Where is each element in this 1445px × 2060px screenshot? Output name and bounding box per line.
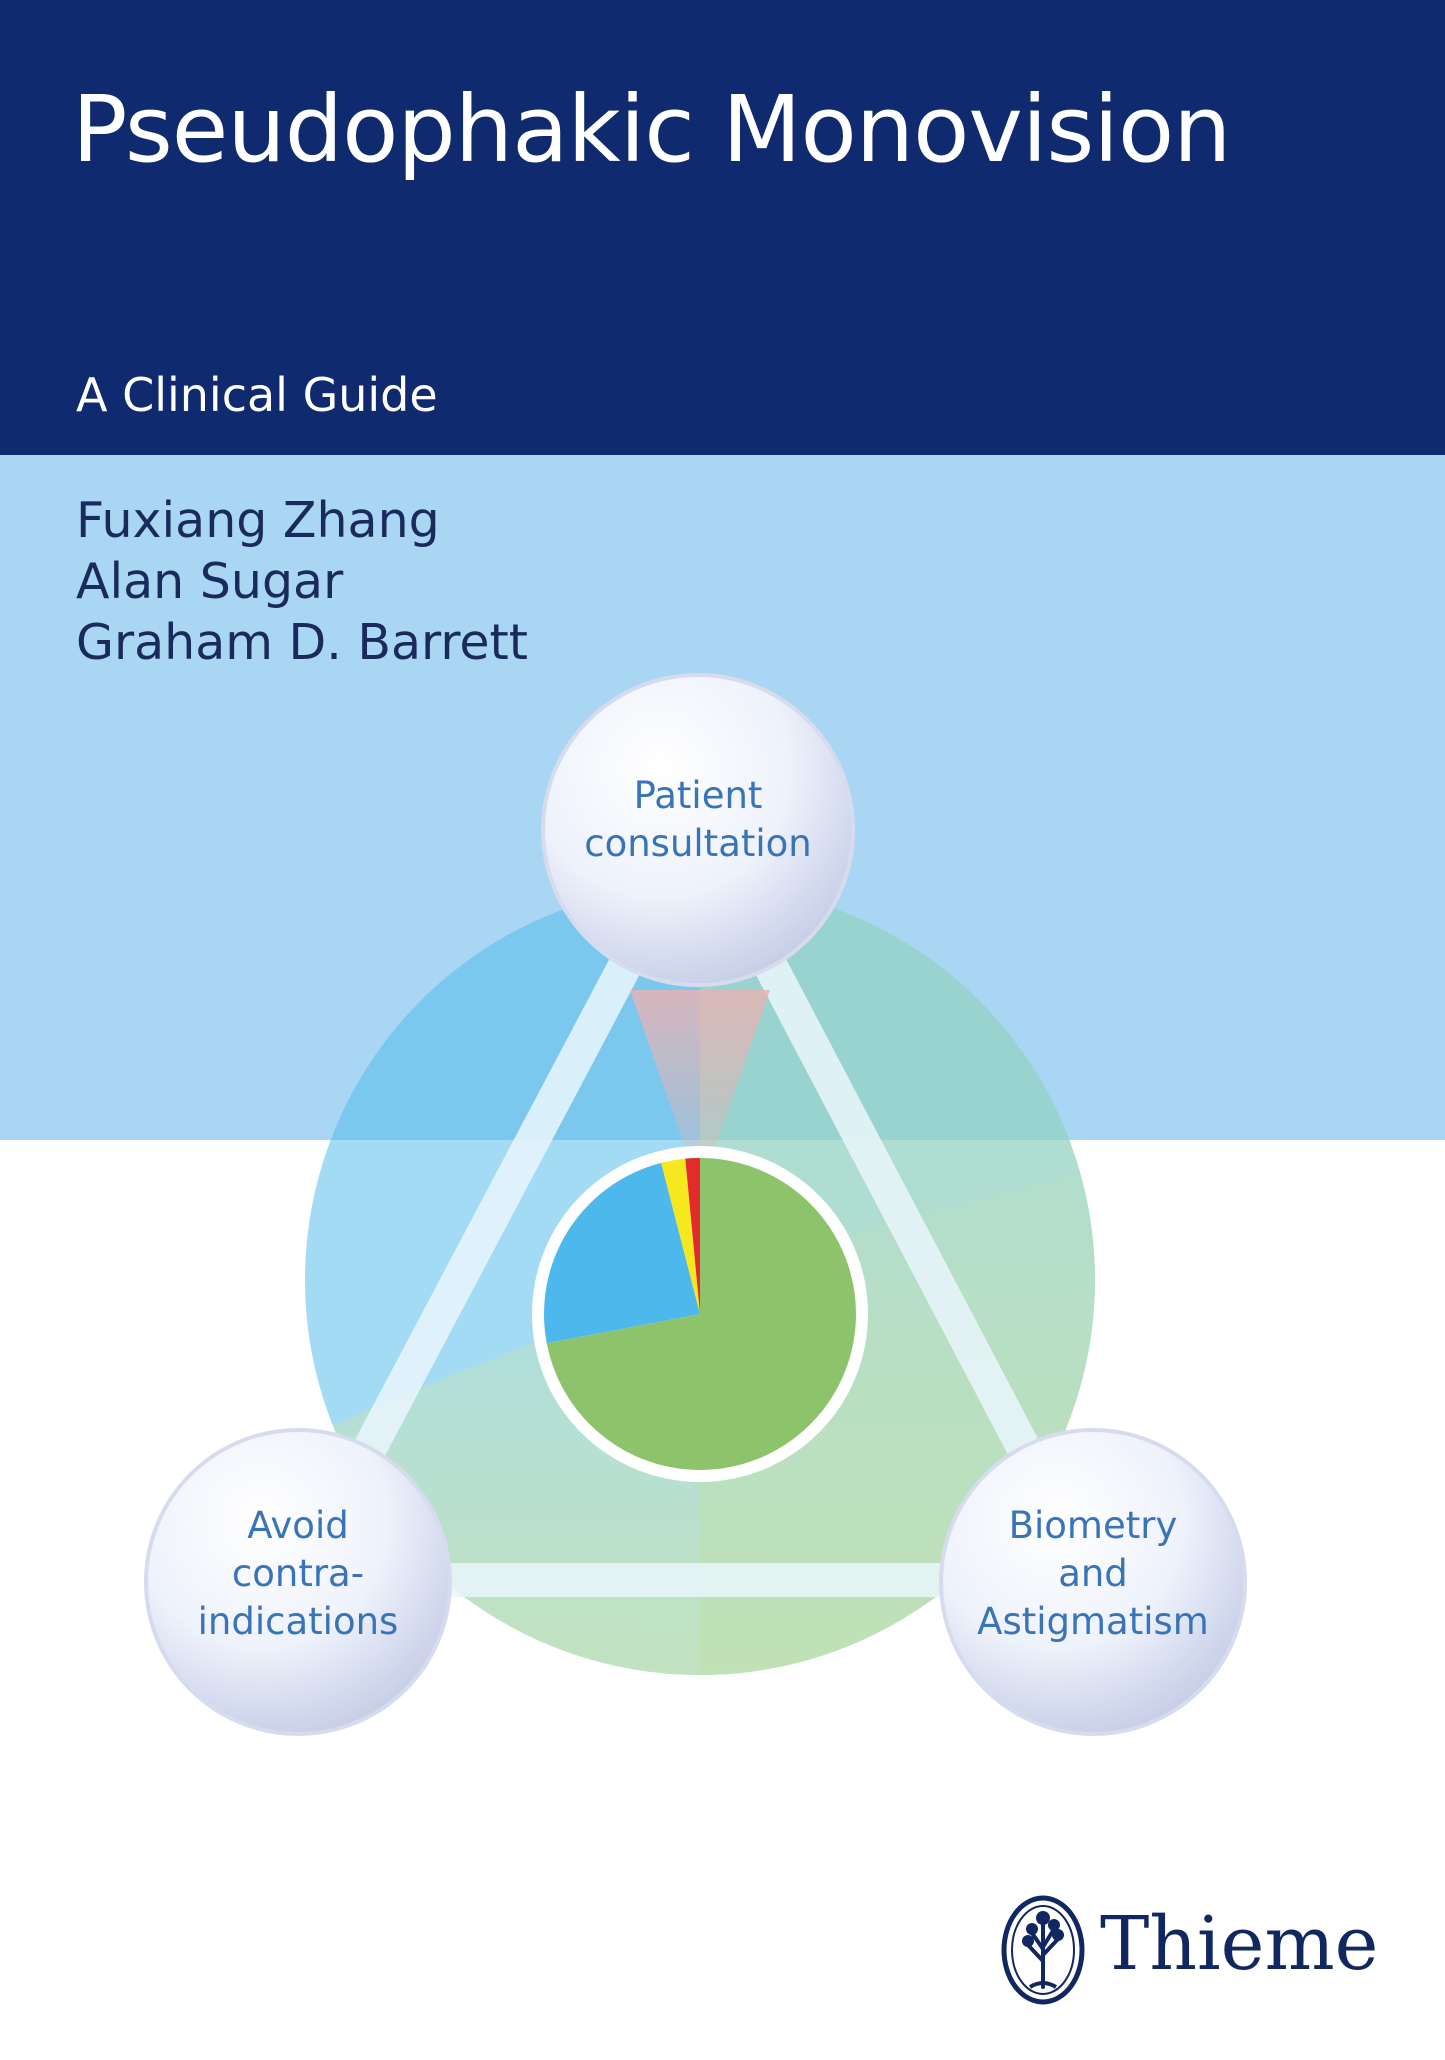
author-name: Alan Sugar <box>76 553 344 610</box>
publisher-name: Thieme <box>1100 1901 1379 1987</box>
header-band <box>0 0 1445 455</box>
pie-slice-0 <box>544 1156 858 1473</box>
pie-chart <box>532 1146 868 1482</box>
pie-slice-3 <box>685 1156 700 1314</box>
book-title: Pseudophakic Monovision <box>72 76 1231 183</box>
pie-slice-1 <box>542 1160 700 1344</box>
bubble-label-line: Biometry <box>1008 1504 1178 1547</box>
connector-triangle <box>283 811 1110 1597</box>
bubble-avoid-contraindications <box>144 1428 452 1736</box>
author-name: Fuxiang Zhang <box>76 492 440 549</box>
bubble-label-line: consultation <box>584 822 812 865</box>
author-name: Graham D. Barrett <box>76 614 528 671</box>
bubble-label-line: and <box>1058 1552 1128 1595</box>
bubble-label-line: contra- <box>231 1552 365 1595</box>
bubble-label-line: Astigmatism <box>977 1600 1209 1643</box>
bubble-label-line: Avoid <box>247 1504 349 1547</box>
bubble-biometry-astigmatism <box>939 1428 1247 1736</box>
bubble-label-line: Patient <box>633 774 763 817</box>
pie-slice-2 <box>660 1156 700 1314</box>
bubble-label-avoid-contraindications: Avoid contra- indications <box>148 1502 448 1646</box>
book-subtitle: A Clinical Guide <box>76 368 438 422</box>
bubble-label-patient-consultation: Patient consultation <box>548 772 848 868</box>
bubble-patient-consultation <box>541 673 855 987</box>
author-list: Fuxiang Zhang Alan Sugar Graham D. Barre… <box>76 490 528 673</box>
tree-emblem-icon <box>1001 1895 1085 2005</box>
focus-beam <box>630 990 770 1162</box>
bubble-label-line: indications <box>197 1600 399 1643</box>
bubble-label-biometry-astigmatism: Biometry and Astigmatism <box>943 1502 1243 1646</box>
